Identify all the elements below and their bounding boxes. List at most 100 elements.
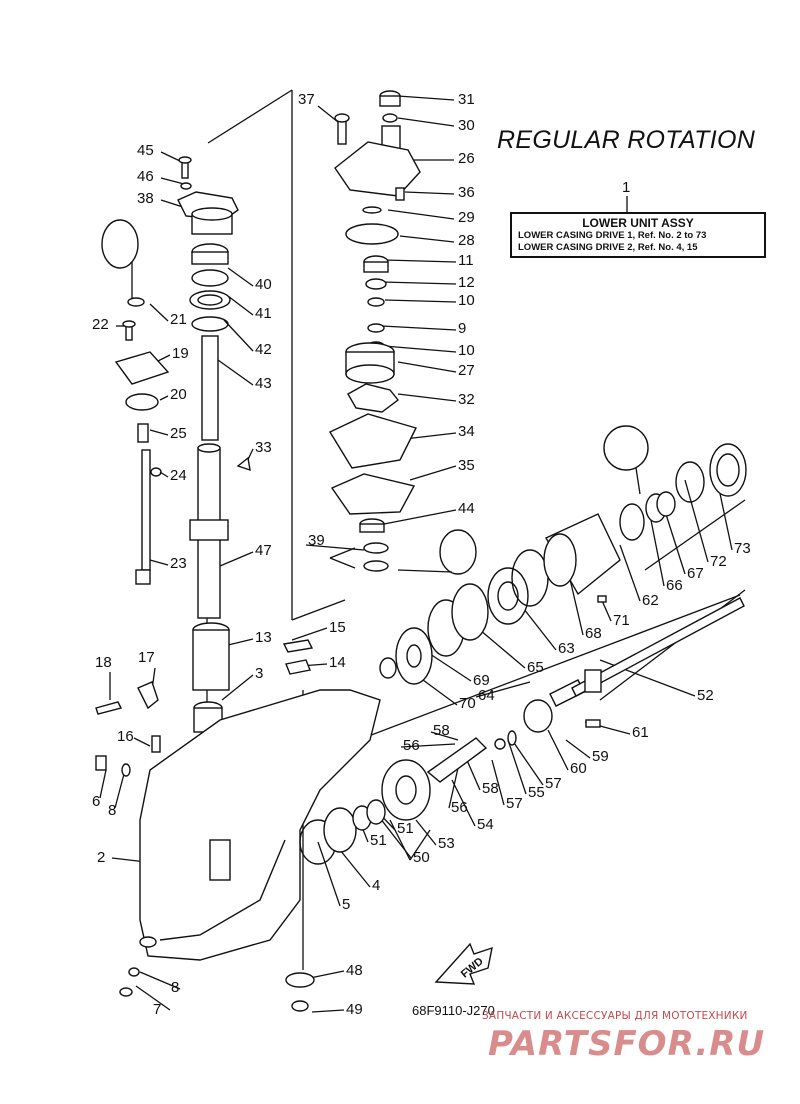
leader-line: [404, 191, 455, 195]
screw-7: [119, 987, 133, 997]
leader-line: [397, 393, 457, 402]
callout-48: 48: [346, 962, 363, 979]
lower-unit-assy-box: LOWER UNIT ASSY LOWER CASING DRIVE 1, Re…: [510, 212, 766, 258]
bubble-leader: [397, 569, 453, 573]
bolt-18: [95, 701, 123, 715]
callout-29: 29: [458, 209, 475, 226]
clutch-60: [523, 699, 553, 733]
key-14: [285, 659, 311, 675]
leader-line: [311, 1009, 345, 1013]
leader-line: [397, 117, 455, 127]
seal-42-inner: [197, 294, 223, 306]
pin-57a: [494, 738, 506, 750]
callout-33: 33: [255, 439, 272, 456]
race-65: [451, 583, 489, 641]
callout-23: 23: [170, 555, 187, 572]
axis-line: [644, 499, 746, 571]
callout-58: 58: [482, 780, 499, 797]
callout-12: 12: [458, 274, 475, 291]
hose-17: [137, 681, 159, 710]
leader-line: [399, 235, 455, 243]
leader-line: [291, 627, 328, 641]
drive-shaft-collar: [189, 519, 229, 541]
leader-line: [383, 345, 457, 353]
seal-41: [191, 269, 229, 287]
drawing-code: 68F9110-J270: [412, 1003, 495, 1018]
leader-line: [99, 769, 107, 799]
slider-54: [426, 737, 488, 783]
clip-24: [150, 467, 162, 477]
callout-62: 62: [642, 592, 659, 609]
callout-44: 44: [458, 500, 475, 517]
callout-72: 72: [710, 553, 727, 570]
leader-line: [227, 295, 254, 316]
casing-drain: [139, 936, 157, 948]
drive-shaft-47-top: [197, 443, 221, 453]
callout-9: 9: [458, 320, 466, 337]
callout-28: 28: [458, 232, 475, 249]
callout-42: 42: [255, 341, 272, 358]
leader-line: [448, 767, 459, 809]
callout-10: 10: [458, 342, 475, 359]
leader-line: [547, 729, 569, 771]
callout-43: 43: [255, 375, 272, 392]
bearing-51b: [366, 799, 386, 825]
casing-vent: [209, 839, 231, 881]
lt-mark-bubble: [603, 425, 649, 471]
o-ring-43: [191, 316, 229, 332]
bolt-37: [337, 119, 347, 145]
callout-21: 21: [170, 311, 187, 328]
gear-64-hub: [406, 644, 422, 668]
leader-line: [430, 731, 459, 741]
bolt-45: [181, 161, 189, 179]
ring-nut-73-inner: [716, 453, 740, 487]
callout-15: 15: [329, 619, 346, 636]
callout-24: 24: [170, 467, 187, 484]
leader-line: [409, 465, 457, 481]
watermark-logo: PARTSFOR.RU: [488, 1024, 766, 1064]
callout-38: 38: [137, 190, 154, 207]
leader-line: [149, 559, 169, 566]
bracket-line: [329, 547, 356, 559]
lower-casing-2: [139, 689, 381, 961]
callout-66: 66: [666, 577, 683, 594]
callout-22: 22: [92, 316, 109, 333]
callout-13: 13: [255, 629, 272, 646]
leader-line: [317, 841, 341, 907]
grommet-31-body: [379, 95, 401, 107]
prop-shaft-52: [571, 597, 745, 697]
callout-67: 67: [687, 565, 704, 582]
callout-7: 7: [153, 1001, 161, 1018]
callout-2: 2: [97, 849, 105, 866]
callout-34: 34: [458, 423, 475, 440]
leader-line: [383, 509, 457, 525]
bolt-16: [151, 735, 161, 753]
callout-49: 49: [346, 1001, 363, 1018]
callout-45: 45: [137, 142, 154, 159]
bracket-line: [409, 829, 431, 861]
callout-70: 70: [459, 695, 476, 712]
callout-57: 57: [545, 775, 562, 792]
callout-51: 51: [370, 832, 387, 849]
callout-59: 59: [592, 748, 609, 765]
callout-47: 47: [255, 542, 272, 559]
leader-line: [227, 267, 254, 287]
callout-11: 11: [458, 252, 474, 269]
bolt-22: [125, 325, 133, 341]
leader-line: [217, 359, 254, 386]
o-ring-20: [125, 393, 159, 411]
seal-39b: [363, 560, 389, 572]
callout-56: 56: [451, 799, 468, 816]
callout-58: 58: [433, 722, 450, 739]
bracket-line: [329, 557, 356, 569]
housing-38-top: [191, 207, 233, 221]
collar-11-body: [363, 261, 389, 273]
callout-41: 41: [255, 305, 272, 322]
callout-25: 25: [170, 425, 187, 442]
frame-line: [291, 599, 346, 621]
gasket-35: [330, 473, 416, 515]
bolt-45-head: [178, 156, 192, 164]
pinion-48: [285, 972, 315, 988]
assy-box-header: LOWER UNIT ASSY: [582, 216, 694, 230]
leader-line: [619, 544, 641, 602]
